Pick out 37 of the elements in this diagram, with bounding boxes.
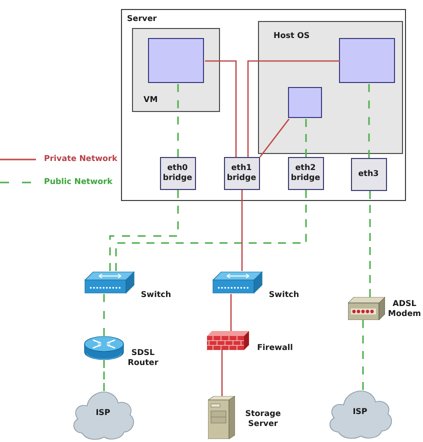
group-frame [132,28,220,112]
group-frame [258,20,402,154]
connector-line [259,118,290,158]
device-label: Storage Server [244,409,282,430]
connector-line [241,190,243,271]
legend-label: Public Network [44,176,112,188]
device-label: Switch [140,290,172,300]
network-interface: eth0 bridge [160,156,196,190]
application-box [288,87,322,118]
frame-heading: Server [127,13,157,25]
connector-line [221,350,223,396]
connector-line [230,294,232,331]
connector-line [109,190,179,271]
connector-line [247,60,340,157]
network-interface: eth1 bridge [224,156,260,190]
device-label: Firewall [256,343,294,354]
connector-line [205,60,237,157]
cloud-label: ISP [96,407,110,419]
network-interface: eth3 [350,158,386,190]
device-label: Switch [268,290,300,300]
device-label: ADSL Modem [387,299,422,320]
legend-label: Private Network [44,153,118,165]
group-heading: VM [144,94,158,106]
network-interface: eth2 bridge [288,156,324,190]
connector-line [305,119,307,157]
connector-line [103,294,105,336]
group-heading: Host OS [274,30,310,42]
connector-line [368,84,370,158]
cloud-label: ISP [352,406,368,418]
application-box [148,38,204,83]
server-frame [121,9,406,201]
connector-line [369,191,371,297]
device-label: SDSL Router [126,348,160,369]
connector-line [177,84,179,157]
connector-line [103,360,105,391]
connector-line [115,190,307,271]
application-box [339,38,395,83]
